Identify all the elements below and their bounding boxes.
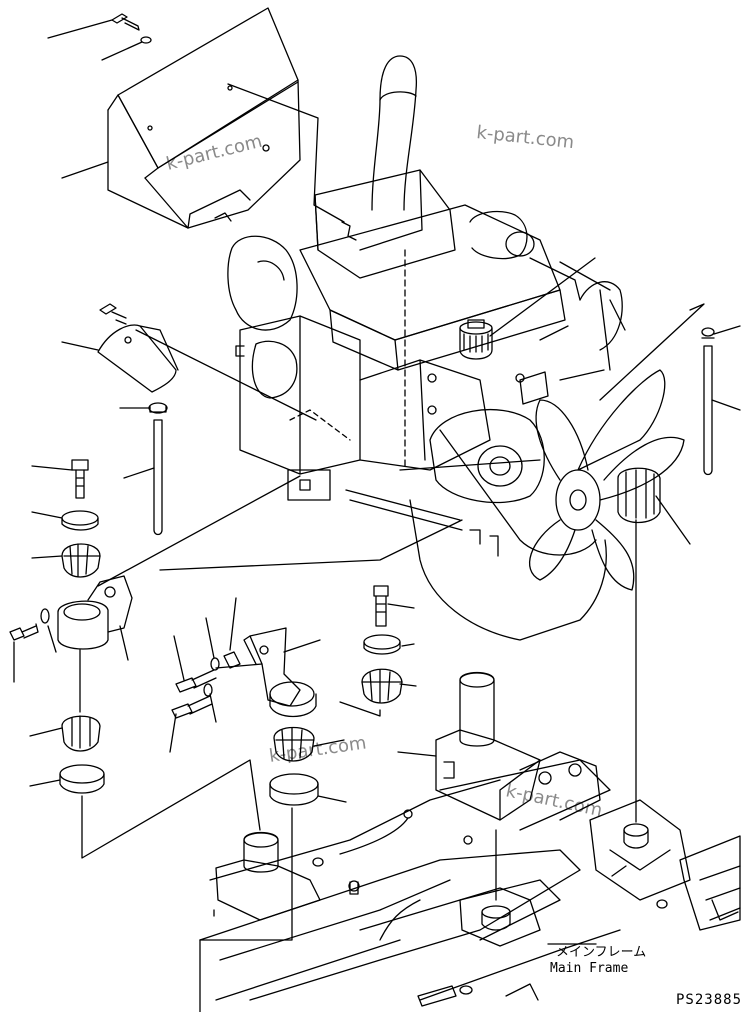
cooling-fan	[529, 369, 685, 591]
engine-assembly	[227, 55, 691, 641]
right-mount-stack	[159, 519, 463, 717]
center-mount-stack	[169, 597, 347, 941]
watermark-2: k-part.com	[475, 122, 575, 153]
main-frame-label-en: Main Frame	[550, 961, 628, 976]
left-mount-stack	[9, 459, 301, 859]
right-dipstick	[599, 303, 741, 476]
watermark-1: k-part.com	[164, 131, 264, 175]
drawing-number: PS23885	[676, 992, 742, 1008]
text-labels: メインフレーム Main Frame PS23885	[550, 945, 742, 1008]
right-cushion	[617, 467, 661, 823]
dipstick-tube	[119, 402, 168, 536]
main-frame	[199, 671, 741, 1012]
engine-cover	[47, 7, 345, 229]
oil-filler-cap	[459, 319, 493, 360]
main-frame-label-jp: メインフレーム	[556, 945, 646, 960]
dipstick-bracket	[61, 303, 317, 421]
